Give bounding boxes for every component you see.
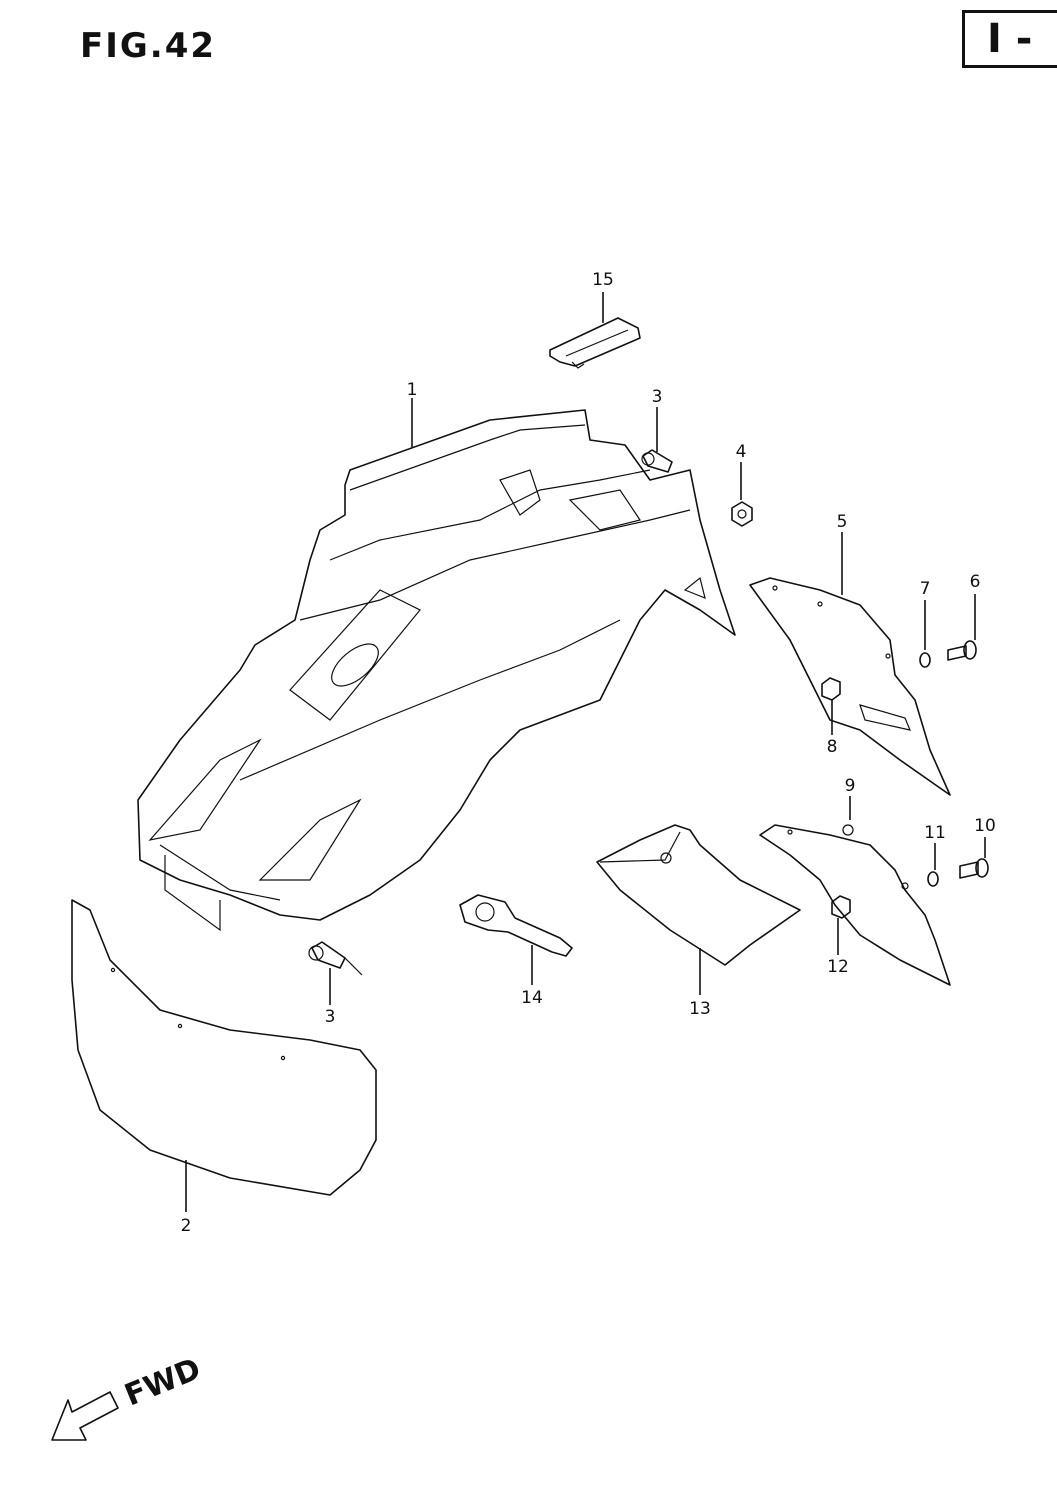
part-3-bolt-lower: [308, 941, 363, 976]
figure-title: FIG.42: [80, 26, 217, 66]
callout-labels: 15 1 3 4 5 7 6 8 9 11 10 12 3 14 13 2: [181, 270, 996, 1236]
part-10-screw: [959, 858, 989, 879]
part-2-mud-flap: [71, 899, 377, 1196]
callout-3-upper: 3: [652, 387, 663, 407]
callout-1: 1: [407, 380, 418, 400]
part-8-nut: [821, 677, 841, 701]
part-4-nut: [731, 501, 753, 527]
callout-8: 8: [827, 737, 838, 757]
part-5-side-cover: [749, 577, 951, 796]
callout-15: 15: [592, 270, 614, 290]
part-3-bolt-upper: [641, 449, 673, 473]
part-14-wrench: [459, 894, 573, 957]
callout-6: 6: [970, 572, 981, 592]
callout-4: 4: [736, 442, 747, 462]
forward-arrow-icon: [51, 1391, 119, 1441]
callout-2: 2: [181, 1216, 192, 1236]
callout-12: 12: [827, 957, 849, 977]
callout-10: 10: [974, 816, 996, 836]
leader-lines: [185, 292, 986, 1212]
callout-7: 7: [920, 579, 931, 599]
part-9-side-cover: [759, 824, 951, 986]
callout-13: 13: [689, 999, 711, 1019]
part-6-screw: [947, 640, 977, 661]
callout-9: 9: [845, 776, 856, 796]
part-11-washer: [927, 871, 939, 887]
page-code-box: I -: [962, 10, 1057, 68]
callout-14: 14: [521, 988, 543, 1008]
callout-11: 11: [924, 823, 946, 843]
forward-direction-indicator: FWD: [51, 1352, 206, 1441]
callout-3-lower: 3: [325, 1007, 336, 1027]
part-15-clip: [549, 317, 641, 369]
part-13-tool-bag: [596, 824, 801, 966]
part-12-nut: [831, 895, 851, 919]
part-7-washer: [919, 652, 931, 668]
fwd-label: FWD: [120, 1352, 206, 1414]
callout-5: 5: [837, 512, 848, 532]
part-1-rear-fender: [137, 409, 736, 932]
